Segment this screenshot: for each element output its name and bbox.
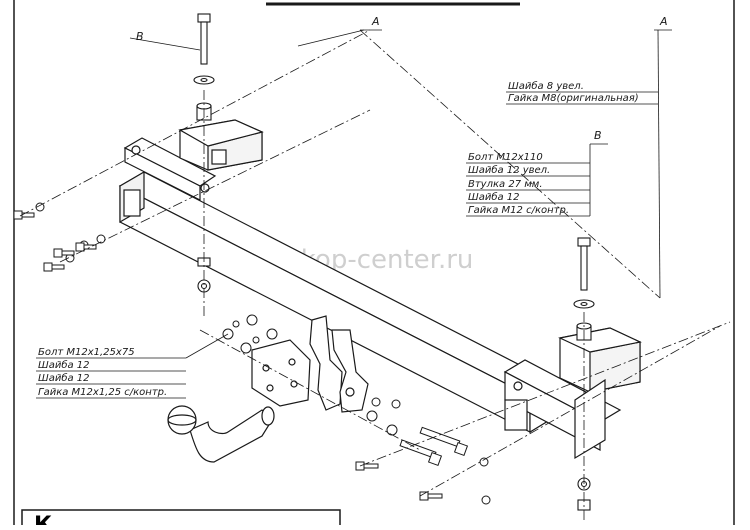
hitch-ball-mount-plates — [251, 315, 369, 413]
label-right-mid-4: Шайба 12 — [468, 191, 520, 203]
label-right-mid-3: Втулка 27 мм. — [468, 179, 543, 190]
callout-a-right: A — [659, 15, 668, 28]
callout-a-left: A — [371, 15, 380, 28]
main-crossbar — [118, 170, 555, 434]
label-right-mid-2: Шайба 12 увел. — [468, 164, 550, 176]
right-side-bracket — [503, 327, 642, 460]
label-right-mid-5: Гайка М12 с/контр. — [468, 205, 569, 216]
label-left-1: Болт М12х1,25х75 — [38, 347, 135, 358]
leader-lines — [36, 29, 672, 399]
left-side-bracket — [123, 119, 264, 201]
label-right-top-1: Шайба 8 увел. — [508, 80, 584, 92]
axis-lines — [19, 29, 731, 520]
label-left-4: Гайка М12х1,25 с/контр. — [38, 387, 167, 398]
label-left-3: Шайба 12 — [38, 372, 90, 384]
label-left-2: Шайба 12 — [38, 359, 90, 371]
label-right-top-2: Гайка М8(оригинальная) — [508, 93, 639, 104]
tow-ball — [167, 405, 275, 463]
label-right-mid-1: Болт М12х110 — [468, 152, 543, 163]
callout-b-right: B — [594, 129, 602, 142]
hook-fasteners — [222, 314, 491, 505]
small-bolts-left — [13, 202, 106, 272]
bottom-info-box — [21, 509, 341, 530]
bottom-box-text: К — [34, 513, 52, 525]
callout-b-left: B — [136, 30, 144, 43]
